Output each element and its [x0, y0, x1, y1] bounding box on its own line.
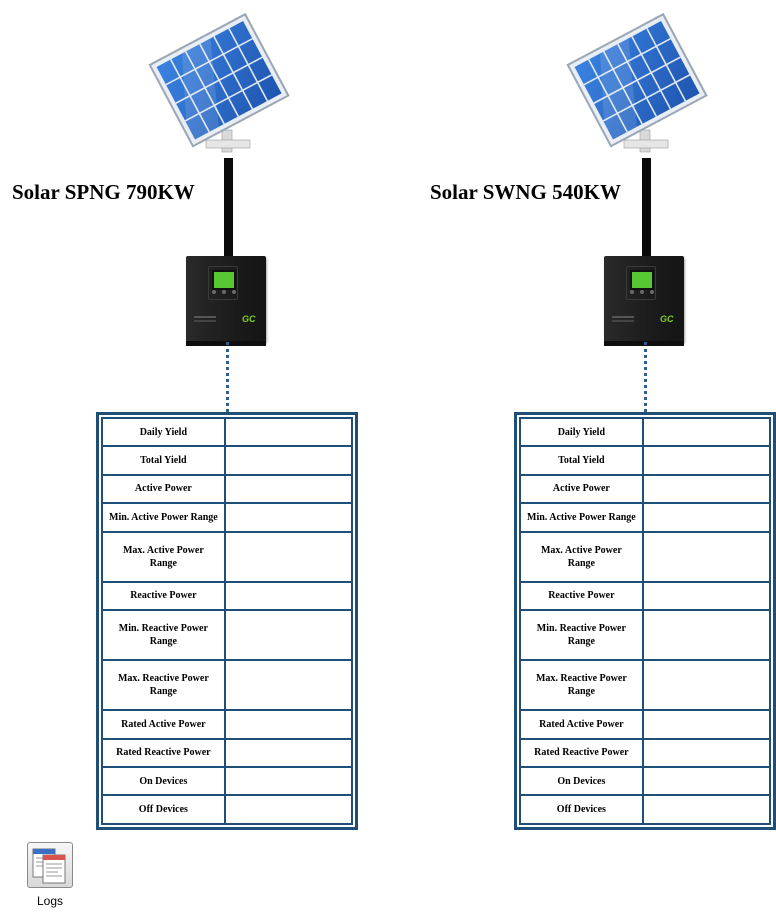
table-row: Off Devices — [519, 794, 772, 825]
table-row: Max. Reactive Power Range — [101, 659, 354, 712]
metric-value — [223, 416, 354, 448]
connector-line — [226, 342, 229, 412]
metric-label: Reactive Power — [101, 580, 226, 612]
metric-label: Min. Active Power Range — [519, 502, 644, 533]
metric-label: Max. Active Power Range — [101, 530, 226, 583]
metric-label: On Devices — [101, 766, 226, 797]
metric-label: Max. Reactive Power Range — [101, 659, 226, 712]
metric-value — [641, 709, 772, 740]
metric-label: Off Devices — [519, 794, 644, 825]
metric-value — [641, 766, 772, 797]
metric-label: Active Power — [519, 473, 644, 505]
table-row: Rated Reactive Power — [519, 737, 772, 769]
metric-label: Active Power — [101, 473, 226, 505]
metric-value — [223, 445, 354, 476]
inverter-icon: GC — [186, 256, 266, 346]
metric-value — [223, 609, 354, 662]
metric-value — [223, 766, 354, 797]
metric-value — [223, 502, 354, 533]
metric-value — [223, 580, 354, 612]
logs-button[interactable]: Logs — [22, 842, 78, 912]
panel-pole — [642, 158, 651, 262]
connector-line — [644, 342, 647, 412]
logs-label: Logs — [36, 894, 64, 908]
table-row: On Devices — [101, 766, 354, 797]
table-row: Rated Active Power — [101, 709, 354, 740]
metric-label: Rated Reactive Power — [519, 737, 644, 769]
table-row: Rated Reactive Power — [101, 737, 354, 769]
metric-value — [223, 659, 354, 712]
panel-pole — [224, 158, 233, 262]
table-row: Active Power — [519, 473, 772, 505]
inverter-screen — [212, 270, 236, 290]
table-row: Off Devices — [101, 794, 354, 825]
inverter-icon: GC — [604, 256, 684, 346]
metric-value — [641, 473, 772, 505]
metric-value — [641, 659, 772, 712]
metric-label: On Devices — [519, 766, 644, 797]
metric-label: Daily Yield — [519, 416, 644, 448]
table-row: Reactive Power — [519, 580, 772, 612]
table-row: Max. Reactive Power Range — [519, 659, 772, 712]
metric-label: Reactive Power — [519, 580, 644, 612]
table-row: Total Yield — [519, 445, 772, 476]
inverter-brand: GC — [660, 314, 674, 324]
metric-label: Rated Reactive Power — [101, 737, 226, 769]
metric-value — [641, 416, 772, 448]
inverter-brand: GC — [242, 314, 256, 324]
logs-icon[interactable] — [27, 842, 73, 888]
metric-value — [641, 609, 772, 662]
table-row: On Devices — [519, 766, 772, 797]
table-row: Reactive Power — [101, 580, 354, 612]
metric-value — [641, 502, 772, 533]
table-row: Active Power — [101, 473, 354, 505]
solar-panel-icon — [148, 12, 290, 153]
metric-label: Rated Active Power — [519, 709, 644, 740]
metric-label: Daily Yield — [101, 416, 226, 448]
metric-value — [223, 794, 354, 825]
station-title: Solar SPNG 790KW — [12, 180, 195, 204]
table-row: Max. Active Power Range — [101, 530, 354, 583]
metric-label: Total Yield — [101, 445, 226, 476]
metric-value — [223, 737, 354, 769]
metric-label: Total Yield — [519, 445, 644, 476]
table-row: Min. Active Power Range — [519, 502, 772, 533]
metric-value — [223, 709, 354, 740]
metric-label: Min. Reactive Power Range — [519, 609, 644, 662]
metric-label: Max. Active Power Range — [519, 530, 644, 583]
metric-label: Min. Active Power Range — [101, 502, 226, 533]
table-row: Daily Yield — [519, 416, 772, 448]
table-row: Total Yield — [101, 445, 354, 476]
solar-panel-icon — [566, 12, 708, 153]
metric-value — [641, 794, 772, 825]
station-title: Solar SWNG 540KW — [430, 180, 621, 204]
metric-label: Off Devices — [101, 794, 226, 825]
table-row: Min. Active Power Range — [101, 502, 354, 533]
metric-value — [641, 445, 772, 476]
metric-value — [223, 473, 354, 505]
metric-value — [641, 580, 772, 612]
table-row: Max. Active Power Range — [519, 530, 772, 583]
metric-value — [641, 737, 772, 769]
metric-value — [641, 530, 772, 583]
metric-label: Min. Reactive Power Range — [101, 609, 226, 662]
table-row: Min. Reactive Power Range — [101, 609, 354, 662]
metric-value — [223, 530, 354, 583]
table-row: Daily Yield — [101, 416, 354, 448]
inverter-screen — [630, 270, 654, 290]
table-row: Rated Active Power — [519, 709, 772, 740]
table-row: Min. Reactive Power Range — [519, 609, 772, 662]
metric-label: Rated Active Power — [101, 709, 226, 740]
metric-label: Max. Reactive Power Range — [519, 659, 644, 712]
